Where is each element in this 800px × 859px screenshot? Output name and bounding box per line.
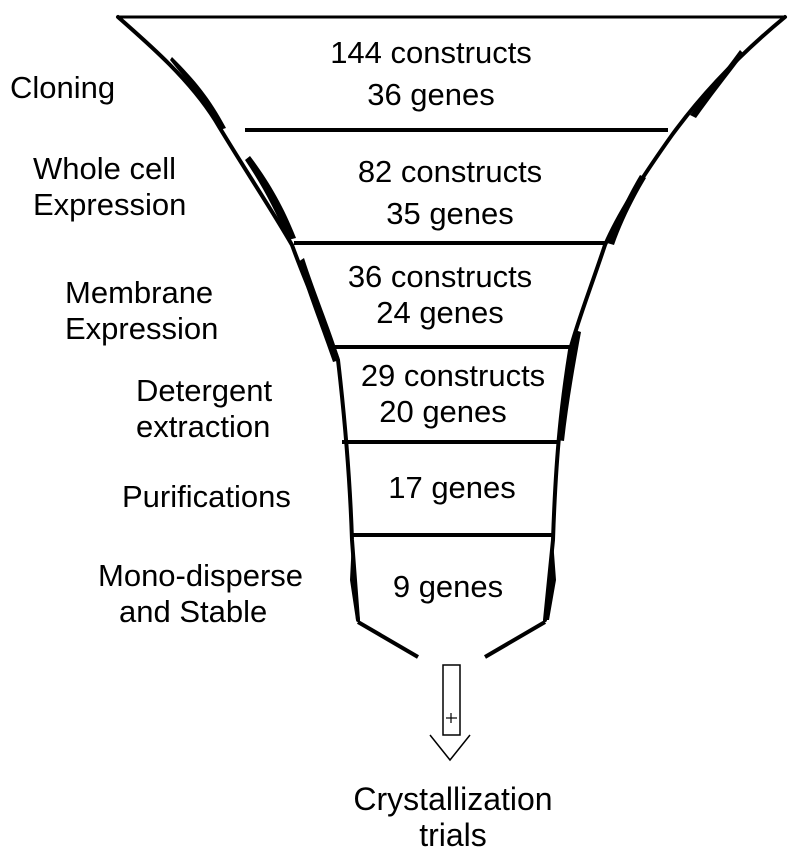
- funnel-left-wall: [116, 15, 360, 622]
- stage-label-line: and Stable: [119, 594, 268, 629]
- funnel-right-wall: [543, 15, 787, 622]
- genes-count: 24 genes: [376, 295, 504, 330]
- outcome-line: Crystallization: [353, 781, 553, 817]
- stage-label-line: Membrane: [65, 275, 214, 310]
- stage-label-detergent: Detergent extraction: [136, 373, 272, 445]
- stage-label-line: Mono-disperse: [98, 558, 304, 593]
- stage-label-line: extraction: [136, 409, 271, 444]
- genes-count: 35 genes: [386, 196, 514, 231]
- constructs-count: 36 constructs: [347, 259, 533, 294]
- stage-label-cloning: Cloning: [10, 70, 115, 106]
- stage-label-line: Purifications: [122, 479, 291, 514]
- constructs-count: 29 constructs: [360, 358, 546, 393]
- stage-count-whole-cell: 82 constructs 35 genes: [358, 154, 542, 232]
- genes-count: 9 genes: [392, 569, 504, 604]
- stage-label-whole-cell: Whole cell Expression: [33, 151, 186, 223]
- constructs-count: 82 constructs: [357, 154, 543, 189]
- downward-arrow-icon: [429, 664, 471, 762]
- funnel-spout-left: [356, 620, 420, 659]
- genes-count: 17 genes: [388, 470, 516, 505]
- constructs-count: 144 constructs: [330, 35, 532, 70]
- stage-label-line: Whole cell: [33, 151, 176, 186]
- stage-label-monodisperse: Mono-disperse and Stable: [98, 558, 303, 630]
- stage-count-purifications: 17 genes: [388, 470, 516, 506]
- outcome-line: trials: [419, 817, 487, 853]
- stage-count-detergent: 29 constructs 20 genes: [361, 358, 545, 430]
- outcome-label: Crystallization trials: [353, 781, 552, 853]
- stage-label-line: Expression: [33, 187, 187, 222]
- genes-count: 36 genes: [367, 77, 495, 112]
- stage-count-cloning: 144 constructs 36 genes: [330, 35, 532, 113]
- genes-count: 20 genes: [379, 394, 507, 429]
- stage-label-purifications: Purifications: [122, 479, 291, 515]
- funnel-right-wall-shade: [545, 50, 744, 620]
- stage-label-line: Cloning: [10, 70, 116, 105]
- funnel-spout-right: [483, 620, 547, 659]
- stage-label-line: Detergent: [136, 373, 273, 408]
- stage-label-membrane: Membrane Expression: [65, 275, 218, 347]
- stage-count-membrane: 36 constructs 24 genes: [348, 259, 532, 331]
- stage-label-line: Expression: [65, 311, 219, 346]
- stage-count-monodisperse: 9 genes: [393, 569, 503, 605]
